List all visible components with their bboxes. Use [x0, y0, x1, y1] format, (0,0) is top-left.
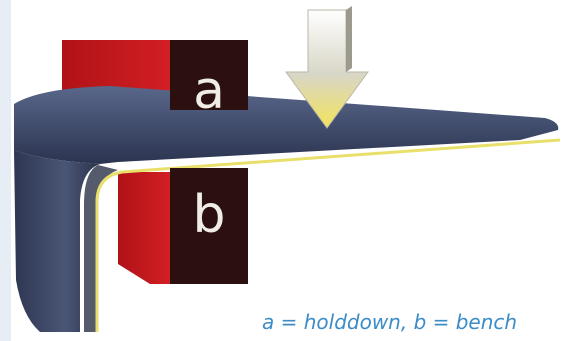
sheet-metal-top — [14, 86, 558, 164]
holddown-label: a — [193, 61, 225, 121]
bench-side — [118, 172, 170, 284]
bench-label: b — [192, 185, 225, 245]
bend-shadow — [84, 165, 118, 332]
legend-caption: a = holddown, b = bench — [262, 310, 517, 334]
